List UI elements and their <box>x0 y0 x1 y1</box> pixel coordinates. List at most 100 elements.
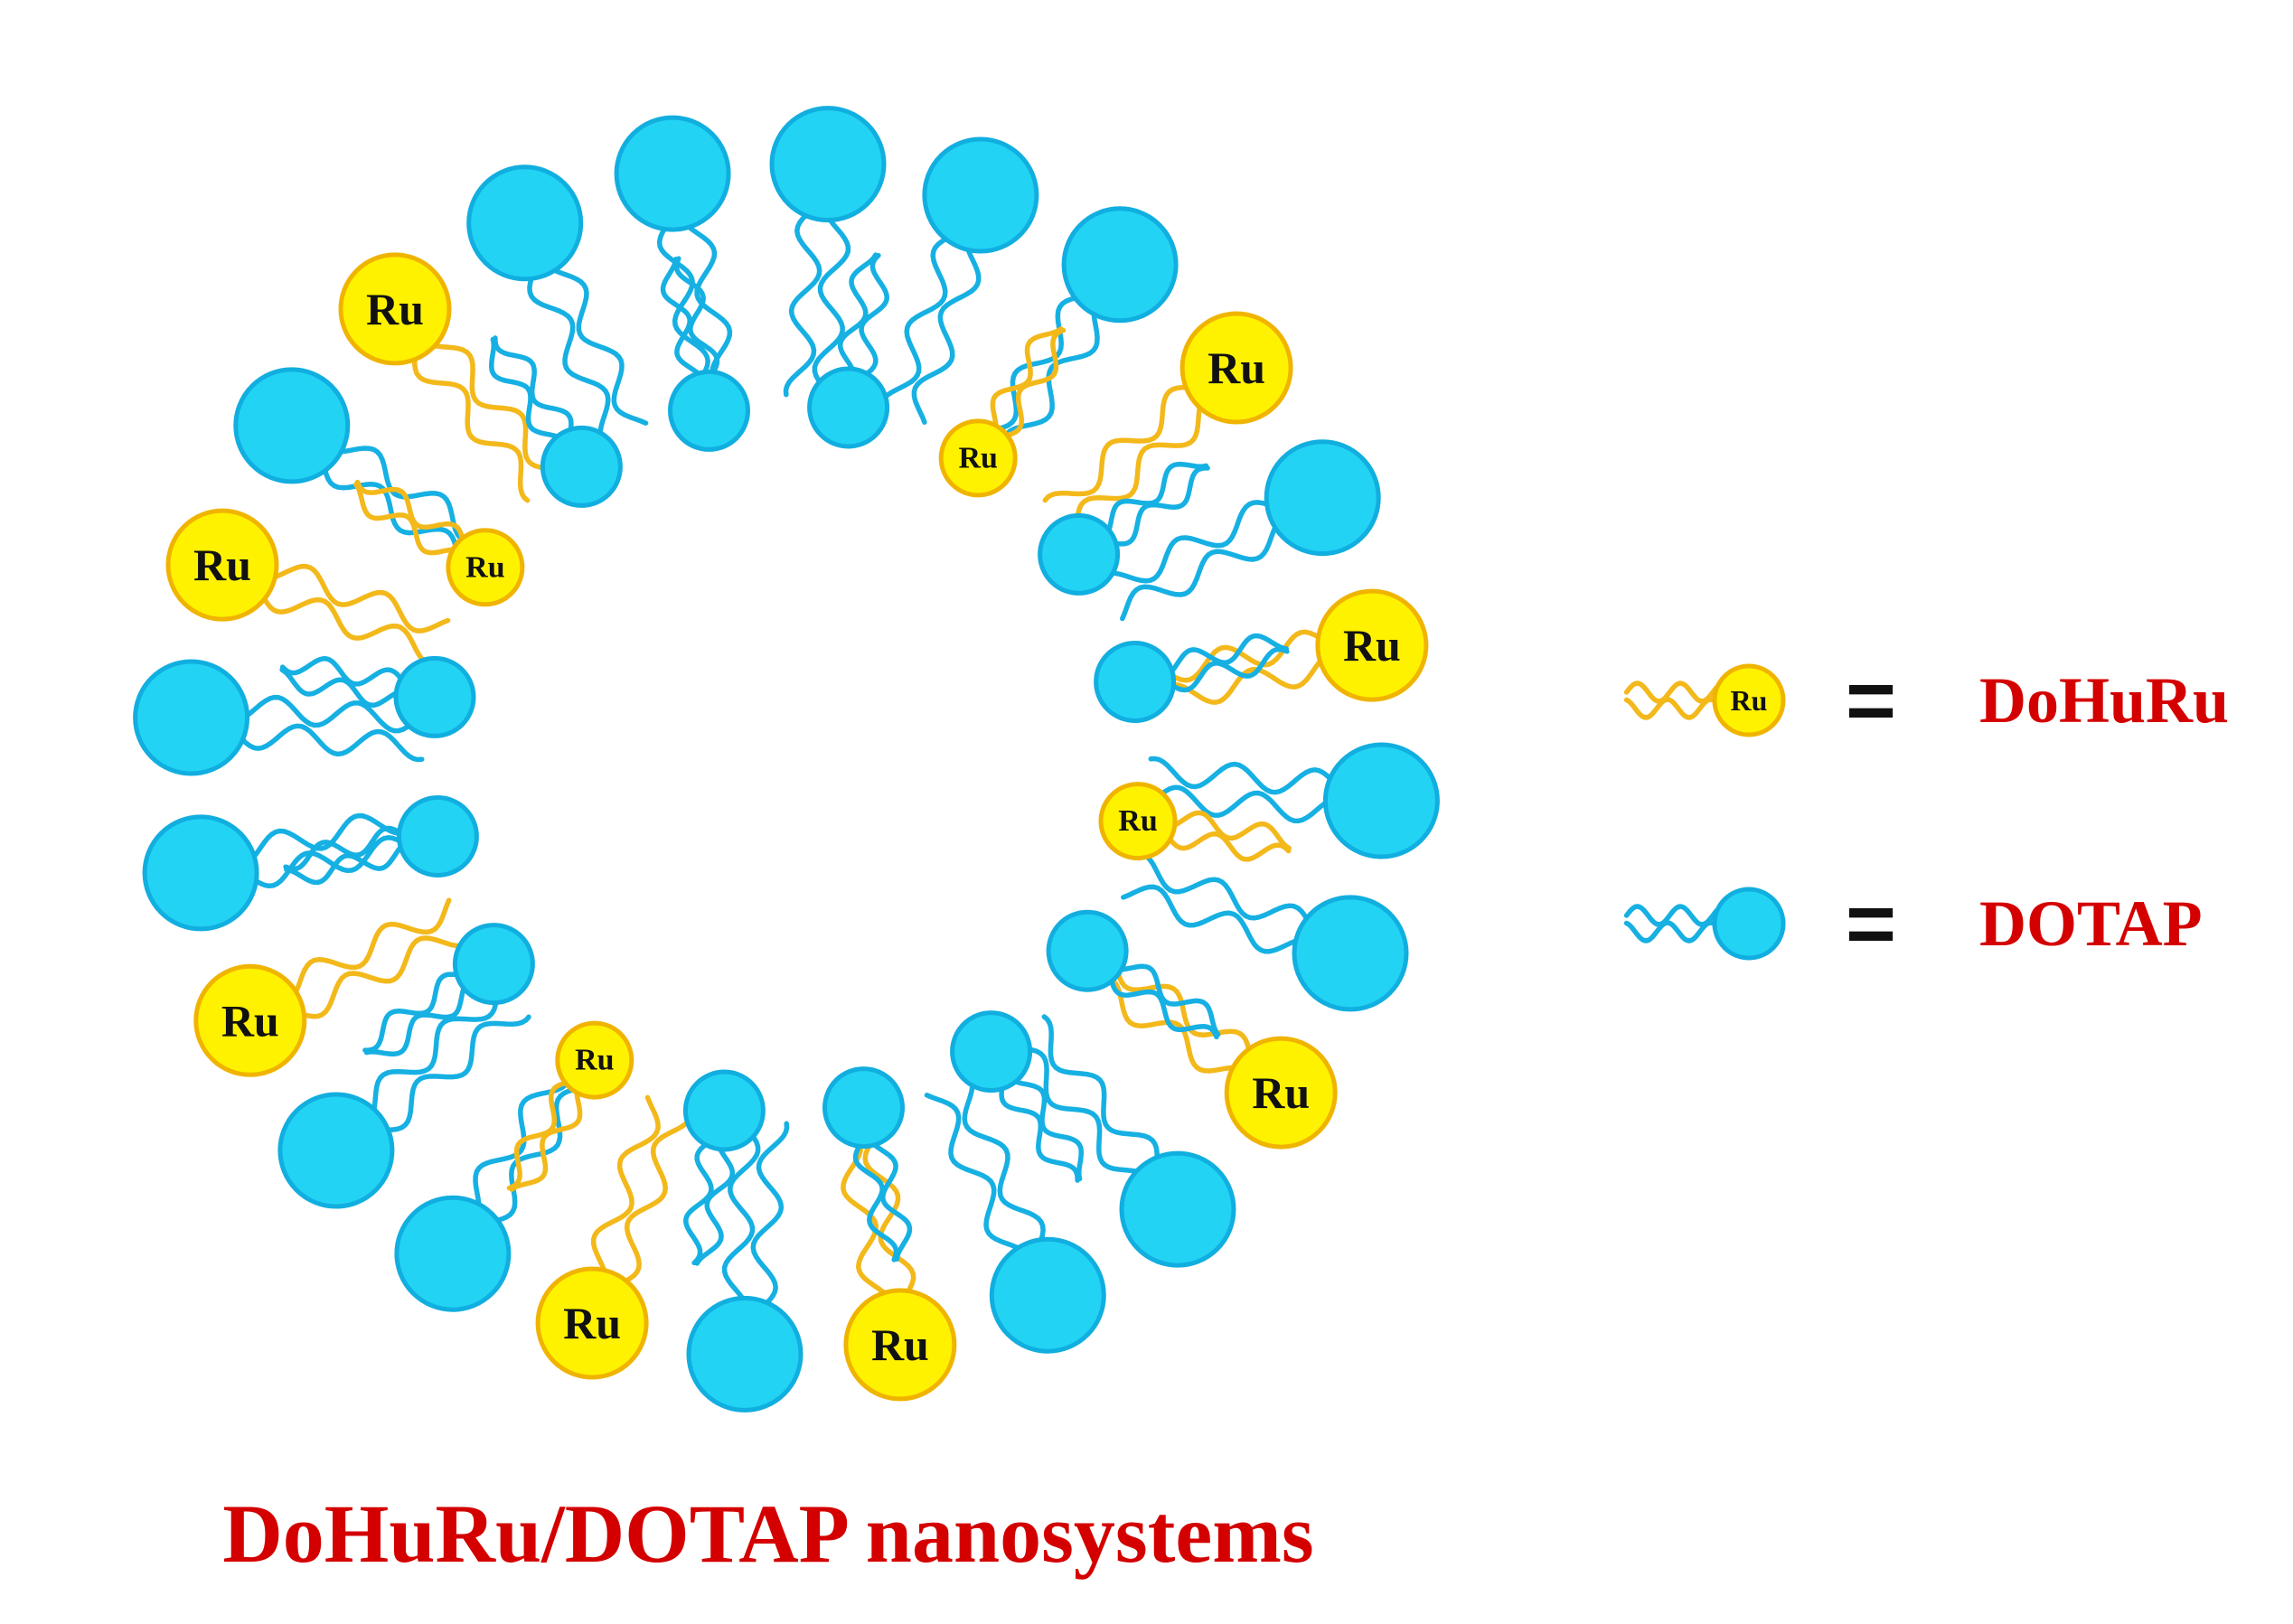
dotap-tail <box>1107 973 1219 1040</box>
dotap-tail <box>236 694 428 734</box>
dotap-head <box>1094 641 1177 723</box>
dohuru-head <box>193 963 307 1077</box>
dotap-lipid-outer <box>1006 1014 1236 1268</box>
dotap-tail <box>859 252 889 380</box>
dotap-tail <box>1144 784 1337 824</box>
dohuru-tail <box>590 1094 661 1282</box>
dotap-tail <box>721 1117 761 1310</box>
dohuru-head <box>338 252 452 366</box>
dotap-head <box>142 814 259 932</box>
legend: Ru = DoHuRu = DOTAP <box>1623 652 2229 972</box>
dotap-head <box>1292 895 1409 1012</box>
dotap-tail <box>493 335 574 437</box>
dohuru-lipid-outer: Ru <box>1042 311 1293 539</box>
dotap-tail <box>362 972 465 1053</box>
dotap-lipid-outer <box>1121 850 1409 1012</box>
dohuru-tail <box>412 350 531 503</box>
dohuru-tail <box>258 590 436 667</box>
dotap-head <box>668 369 750 452</box>
dotap-tail <box>783 208 822 398</box>
dotap-tail <box>852 1139 899 1263</box>
dohuru-head <box>1179 311 1293 425</box>
dotap-lipid-outer <box>924 1072 1106 1354</box>
dotap-tail <box>1120 517 1283 622</box>
dotap-lipid-inner <box>682 1069 766 1266</box>
dotap-tail <box>279 667 405 709</box>
dohuru-lipid-outer: Ru <box>535 1094 694 1380</box>
ru-label: Ru <box>575 1044 614 1077</box>
diagram-caption: DoHuRu/DOTAP nanosystems <box>222 1488 1313 1580</box>
dohuru-tail <box>1000 327 1067 439</box>
dotap-tail <box>378 1014 531 1132</box>
dotap-head <box>233 367 351 484</box>
dotap-head <box>396 795 479 878</box>
dohuru-tail <box>295 935 473 1019</box>
dotap-tail <box>1121 884 1308 954</box>
dotap-tail <box>1148 756 1338 795</box>
dotap-tail <box>1007 1076 1084 1182</box>
dotap-tail <box>812 209 851 401</box>
dohuru-tail <box>1166 810 1292 851</box>
dotap-tail <box>279 656 407 687</box>
dotap-legend-tail <box>1623 920 1724 943</box>
dohuru-tail <box>1073 396 1206 539</box>
dotap-lipid-inner <box>1038 462 1210 596</box>
dotap-lipid-outer <box>1099 439 1381 622</box>
dotap-lipid-inner <box>660 256 750 452</box>
dotap-head <box>277 1092 395 1209</box>
dohuru-tail <box>990 326 1064 435</box>
dotap-head <box>540 425 623 508</box>
dotap-tail <box>1164 633 1289 678</box>
dotap-head <box>822 1066 905 1150</box>
dotap-tail <box>1041 1014 1160 1168</box>
dotap-tail <box>1112 963 1221 1037</box>
ru-label: Ru <box>1252 1067 1310 1118</box>
ru-label: Ru <box>465 550 504 584</box>
dotap-tail <box>1006 1045 1148 1178</box>
ru-label: Ru <box>871 1319 929 1370</box>
ru-label: Ru <box>563 1298 621 1348</box>
dohuru-tail <box>509 1084 583 1192</box>
dotap-tail <box>1104 462 1209 539</box>
dohuru-head <box>165 508 279 622</box>
dohuru-lipid-inner: Ru <box>506 1020 634 1192</box>
dohuru-tail <box>1042 385 1196 503</box>
dotap-head <box>989 1236 1106 1354</box>
dohuru-head <box>843 1288 957 1402</box>
dotap-lipid-inner <box>283 795 479 886</box>
dotap-head <box>807 366 890 449</box>
dohuru-lipid-inner: Ru <box>353 479 525 607</box>
dotap-head <box>614 115 731 232</box>
dohuru-molecule-icon: Ru <box>1623 663 1786 737</box>
dotap-lipid-inner <box>950 1010 1084 1183</box>
dotap-tail <box>363 980 469 1056</box>
dohuru-tail <box>353 482 462 556</box>
legend-dohuru-name: DoHuRu <box>1979 664 2229 737</box>
dotap-lipid-inner <box>489 335 623 508</box>
dotap-tail <box>368 979 501 1121</box>
dohuru-head <box>938 418 1018 498</box>
dohuru-tail <box>617 1110 694 1287</box>
dohuru-lipid-inner: Ru <box>938 326 1067 498</box>
dotap-head <box>452 923 535 1006</box>
dohuru-head <box>555 1020 634 1100</box>
dotap-lipid-outer <box>769 106 887 401</box>
dohuru-tail <box>354 479 466 546</box>
legend-dotap-equals: = <box>1846 876 1896 972</box>
ru-label: Ru <box>1731 684 1768 717</box>
dotap-lipid-outer <box>466 164 649 446</box>
dotap-lipid-inner <box>807 252 890 449</box>
dotap-tail <box>544 262 649 426</box>
dotap-tail <box>868 1137 913 1262</box>
dotap-lipid-inner <box>822 1066 913 1263</box>
dotap-head <box>1322 742 1440 859</box>
dohuru-tail <box>263 563 451 634</box>
dotap-head <box>466 164 584 282</box>
dotap-lipid-outer <box>277 979 531 1209</box>
dotap-head <box>769 106 887 223</box>
dohuru-head <box>446 528 525 607</box>
dotap-lipid-outer <box>133 659 428 776</box>
dotap-legend-head <box>1712 887 1786 961</box>
